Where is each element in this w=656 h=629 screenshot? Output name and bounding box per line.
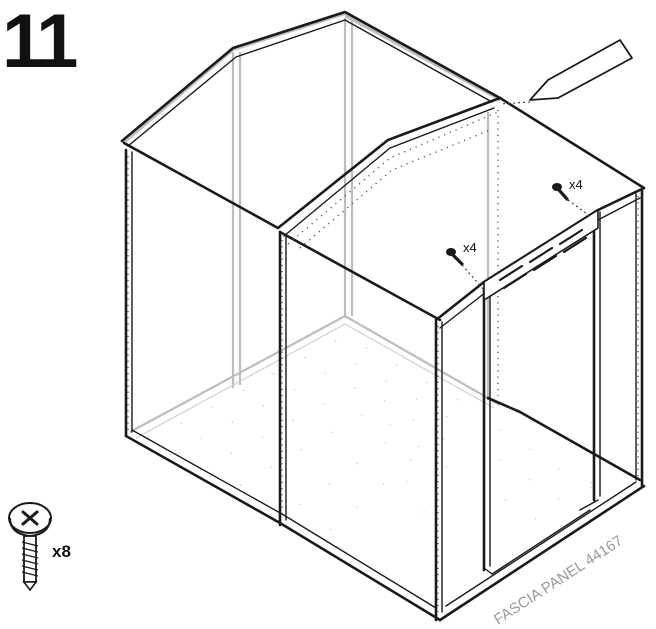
back-frame-ghost bbox=[123, 12, 501, 439]
screw-front-icon bbox=[446, 248, 485, 291]
fascia-panel-label: FASCIA PANEL 44167 bbox=[491, 532, 626, 628]
screw-rear-icon bbox=[552, 183, 591, 217]
step-number: 11 bbox=[2, 0, 78, 84]
indicator-arrow-icon bbox=[499, 39, 633, 105]
front-screw-quantity: x4 bbox=[463, 240, 477, 255]
phillips-screw-icon bbox=[8, 502, 52, 592]
rear-screw-quantity: x4 bbox=[569, 177, 583, 192]
screw-total-quantity: x8 bbox=[52, 542, 71, 561]
floor-rivet-dots bbox=[149, 335, 621, 541]
shed-frame bbox=[120, 10, 646, 622]
fascia-panel bbox=[483, 208, 599, 302]
